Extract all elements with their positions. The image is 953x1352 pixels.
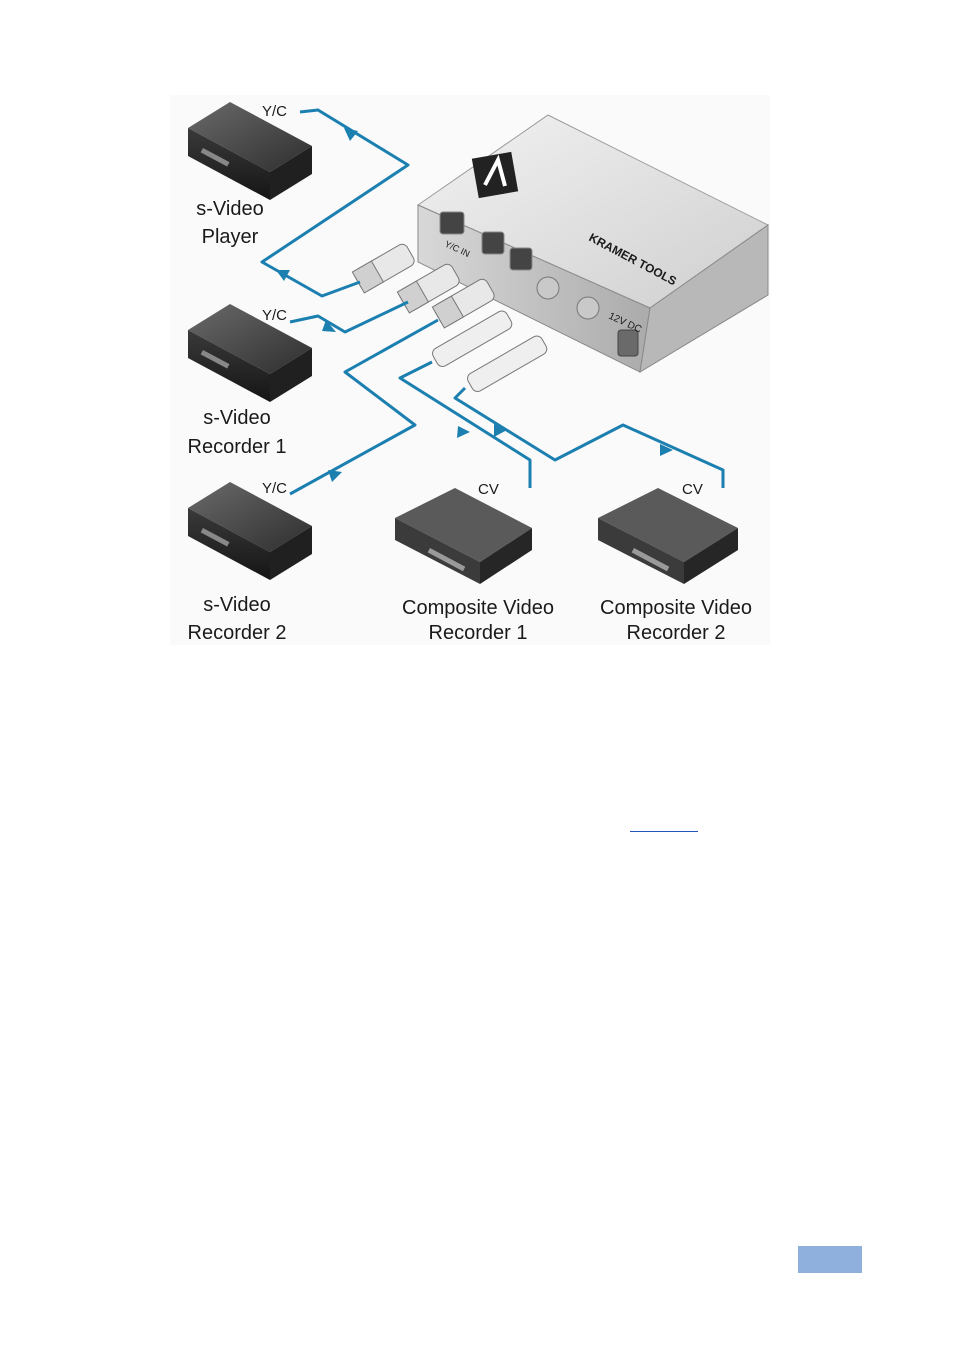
device-label-composite-2-line2: Recorder 2 <box>627 622 726 644</box>
page-number-badge <box>798 1246 862 1273</box>
port-cv-out-2 <box>577 297 599 319</box>
device-label-recorder-1-line1: s-Video <box>203 407 270 429</box>
device-label-player-line2: Player <box>202 226 259 248</box>
device-label-recorder-2-line2: Recorder 2 <box>188 622 287 644</box>
port-label-composite-1: CV <box>478 481 499 498</box>
device-label-recorder-1-line2: Recorder 1 <box>188 436 287 458</box>
port-yc-out-1 <box>482 232 504 254</box>
port-label-recorder-2: Y/C <box>262 480 287 497</box>
port-yc-in <box>440 212 464 234</box>
device-label-composite-2-line1: Composite Video <box>600 597 752 619</box>
port-yc-out-2 <box>510 248 532 270</box>
hyperlink-underline[interactable] <box>630 831 698 832</box>
kramer-logo-icon <box>472 152 518 198</box>
port-label-recorder-1: Y/C <box>262 307 287 324</box>
port-label-player: Y/C <box>262 103 287 120</box>
device-label-recorder-2-line1: s-Video <box>203 594 270 616</box>
device-label-composite-1-line1: Composite Video <box>402 597 554 619</box>
port-label-composite-2: CV <box>682 481 703 498</box>
device-label-composite-1-line2: Recorder 1 <box>429 622 528 644</box>
device-label-player-line1: s-Video <box>196 198 263 220</box>
port-cv-out-1 <box>537 277 559 299</box>
